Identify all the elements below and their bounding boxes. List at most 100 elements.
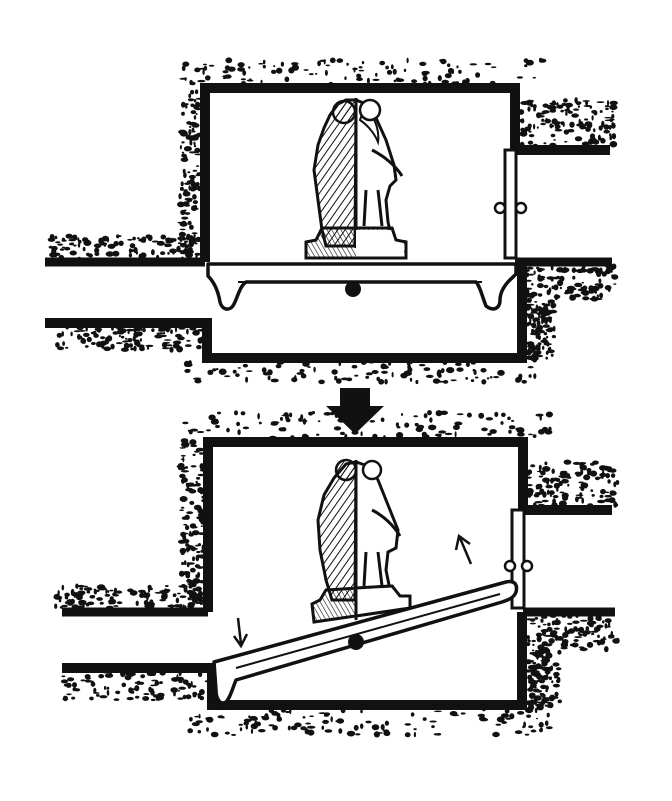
rubble-speck <box>190 176 194 182</box>
rubble-speck <box>182 539 189 544</box>
rubble-speck <box>613 482 616 488</box>
rubble-speck <box>181 455 186 457</box>
rubble-speck <box>192 578 200 584</box>
rubble-speck <box>492 732 500 737</box>
rubble-speck <box>573 626 577 630</box>
rubble-speck <box>276 364 282 368</box>
rubble-speck <box>374 731 380 737</box>
rubble-speck <box>248 719 252 721</box>
rubble-speck <box>231 734 236 736</box>
rubble-speck <box>604 117 612 119</box>
rubble-speck <box>67 599 73 602</box>
rubble-speck <box>98 674 104 678</box>
rubble-speck <box>538 293 542 296</box>
rubble-speck <box>554 295 561 299</box>
rubble-speck <box>164 339 172 341</box>
rubble-speck <box>101 344 104 348</box>
rubble-speck <box>100 602 104 605</box>
rubble-speck <box>574 283 582 287</box>
rubble-speck <box>599 125 603 130</box>
rubble-speck <box>537 283 544 288</box>
rubble-speck <box>528 357 536 360</box>
rubble-speck <box>324 59 326 64</box>
rubble-speck <box>531 730 537 733</box>
rubble-speck <box>185 246 189 249</box>
rubble-speck <box>151 699 156 701</box>
rubble-speck <box>446 367 454 373</box>
pedestal-right-light <box>356 230 404 257</box>
rubble-speck <box>80 338 85 340</box>
rubble-speck <box>401 413 403 416</box>
rubble-speck <box>611 473 615 478</box>
rubble-speck <box>167 252 169 255</box>
rubble-speck <box>183 189 187 193</box>
rubble-speck <box>598 279 601 284</box>
rubble-speck <box>509 713 514 719</box>
rubble-speck <box>555 129 563 132</box>
rubble-speck <box>117 330 125 335</box>
rubble-speck <box>81 679 86 681</box>
rubble-speck <box>381 418 385 423</box>
rubble-speck <box>581 498 584 504</box>
rubble-speck <box>530 623 536 625</box>
rubble-speck <box>206 727 209 731</box>
rubble-speck <box>165 589 170 592</box>
rubble-speck <box>545 485 552 489</box>
rubble-speck <box>405 732 411 737</box>
rubble-speck <box>218 715 224 718</box>
rubble-speck <box>480 718 488 722</box>
rubble-speck <box>187 171 190 173</box>
rubble-speck <box>177 202 185 208</box>
rubble-speck <box>198 730 202 733</box>
rubble-speck <box>392 372 394 377</box>
rubble-speck <box>455 363 462 366</box>
rubble-speck <box>557 105 564 109</box>
rubble-speck <box>346 63 349 66</box>
rubble-speck <box>528 725 533 728</box>
rubble-speck <box>384 379 387 385</box>
rubble-speck <box>75 584 78 589</box>
rubble-speck <box>595 298 602 300</box>
rubble-speck <box>381 724 385 730</box>
rubble-speck <box>423 76 428 82</box>
rubble-speck <box>89 595 95 598</box>
rubble-speck <box>193 170 198 172</box>
rubble-speck <box>554 628 560 630</box>
rubble-speck <box>535 355 543 357</box>
rubble-speck <box>125 675 132 680</box>
rubble-speck <box>501 713 509 718</box>
rubble-speck <box>205 717 210 720</box>
rubble-speck <box>447 63 450 67</box>
rubble-speck <box>184 204 191 207</box>
door-hinge <box>522 561 532 571</box>
rubble-speck <box>97 330 101 333</box>
rubble-speck <box>590 621 597 625</box>
rubble-speck <box>181 102 186 108</box>
rubble-speck <box>397 426 401 428</box>
rubble-speck <box>546 726 553 729</box>
rubble-speck <box>545 357 548 360</box>
rubble-speck <box>613 283 616 285</box>
rubble-speck <box>440 411 448 415</box>
rubble-speck <box>134 340 140 346</box>
rubble-speck <box>111 344 115 350</box>
rubble-speck <box>434 711 442 713</box>
rubble-speck <box>50 234 55 239</box>
rubble-speck <box>137 681 141 685</box>
rubble-speck <box>186 483 190 488</box>
rubble-speck <box>84 587 92 591</box>
rubble-speck <box>435 434 442 437</box>
rubble-speck <box>365 721 371 724</box>
rubble-speck <box>195 89 198 94</box>
rubble-speck <box>581 631 586 633</box>
rubble-speck <box>375 73 377 77</box>
rubble-speck <box>609 468 616 472</box>
rubble-speck <box>531 671 536 676</box>
rubble-speck <box>105 673 113 678</box>
rubble-speck <box>309 715 314 717</box>
rubble-speck <box>560 492 565 494</box>
rubble-speck <box>537 471 545 473</box>
rubble-speck <box>595 283 602 286</box>
rubble-speck <box>551 125 554 127</box>
rubble-speck <box>192 194 197 200</box>
